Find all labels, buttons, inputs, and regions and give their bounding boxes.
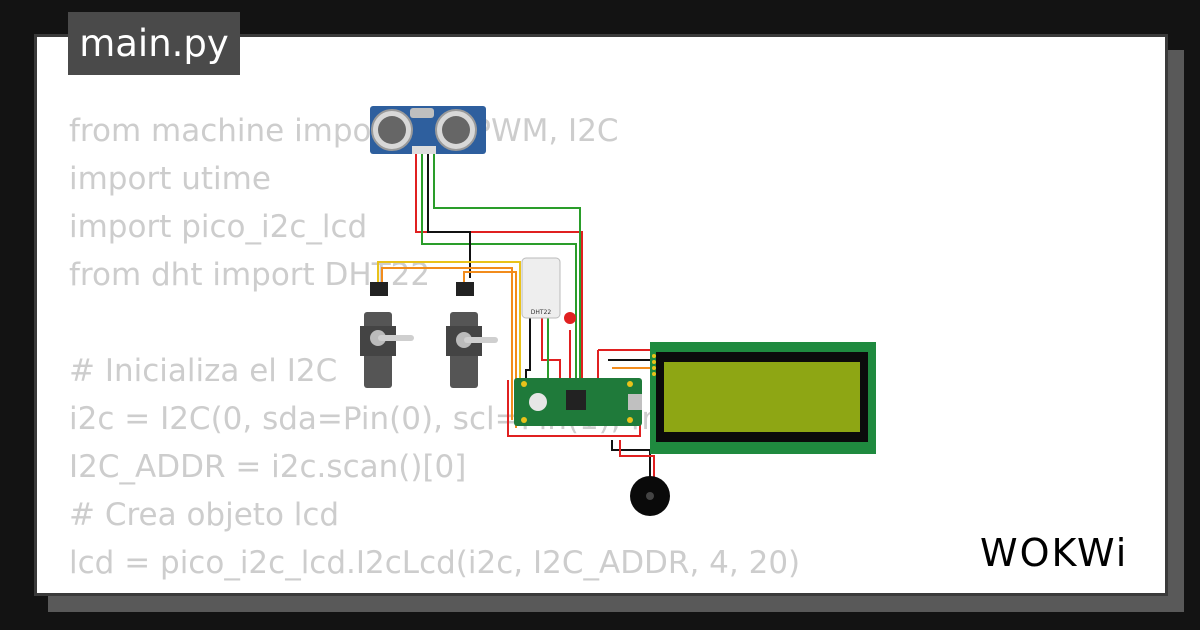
servo-motor[interactable]: [360, 282, 414, 388]
buzzer[interactable]: [630, 476, 670, 516]
red-led[interactable]: [564, 312, 576, 324]
wire-yellow: [377, 261, 521, 380]
wire-black: [427, 152, 471, 278]
wire-red: [415, 152, 583, 380]
wires: [377, 152, 661, 480]
code-line: I2C_ADDR = i2c.scan()[0]: [69, 449, 467, 485]
code-line: # Inicializa el I2C: [69, 353, 338, 389]
wire-orange: [381, 267, 513, 420]
dht22-sensor[interactable]: DHT22: [521, 257, 561, 319]
wire-orange: [463, 271, 517, 428]
code-line: import pico_i2c_lcd: [69, 209, 368, 245]
wire-green: [421, 152, 577, 380]
wokwi-logo: WOKWi: [980, 531, 1128, 575]
dht22-label: DHT22: [531, 309, 552, 316]
wire-green: [433, 152, 581, 380]
code-line: import utime: [69, 161, 271, 197]
wire-black: [525, 318, 531, 380]
ultrasonic-sensor[interactable]: [370, 106, 486, 154]
wire-red: [541, 318, 561, 380]
wire-red: [619, 440, 655, 480]
code-line: lcd = pico_i2c_lcd.I2cLcd(i2c, I2C_ADDR,…: [69, 545, 801, 581]
pico-board[interactable]: [514, 378, 642, 426]
lcd-display[interactable]: [650, 342, 876, 454]
wire-black: [611, 440, 651, 480]
file-tab[interactable]: main.py: [68, 12, 240, 75]
code-line: # Crea objeto lcd: [69, 497, 340, 533]
servo-motor[interactable]: [446, 282, 498, 388]
wire-red: [597, 349, 656, 380]
wokwi-logo-text: WOKWi: [980, 531, 1128, 575]
